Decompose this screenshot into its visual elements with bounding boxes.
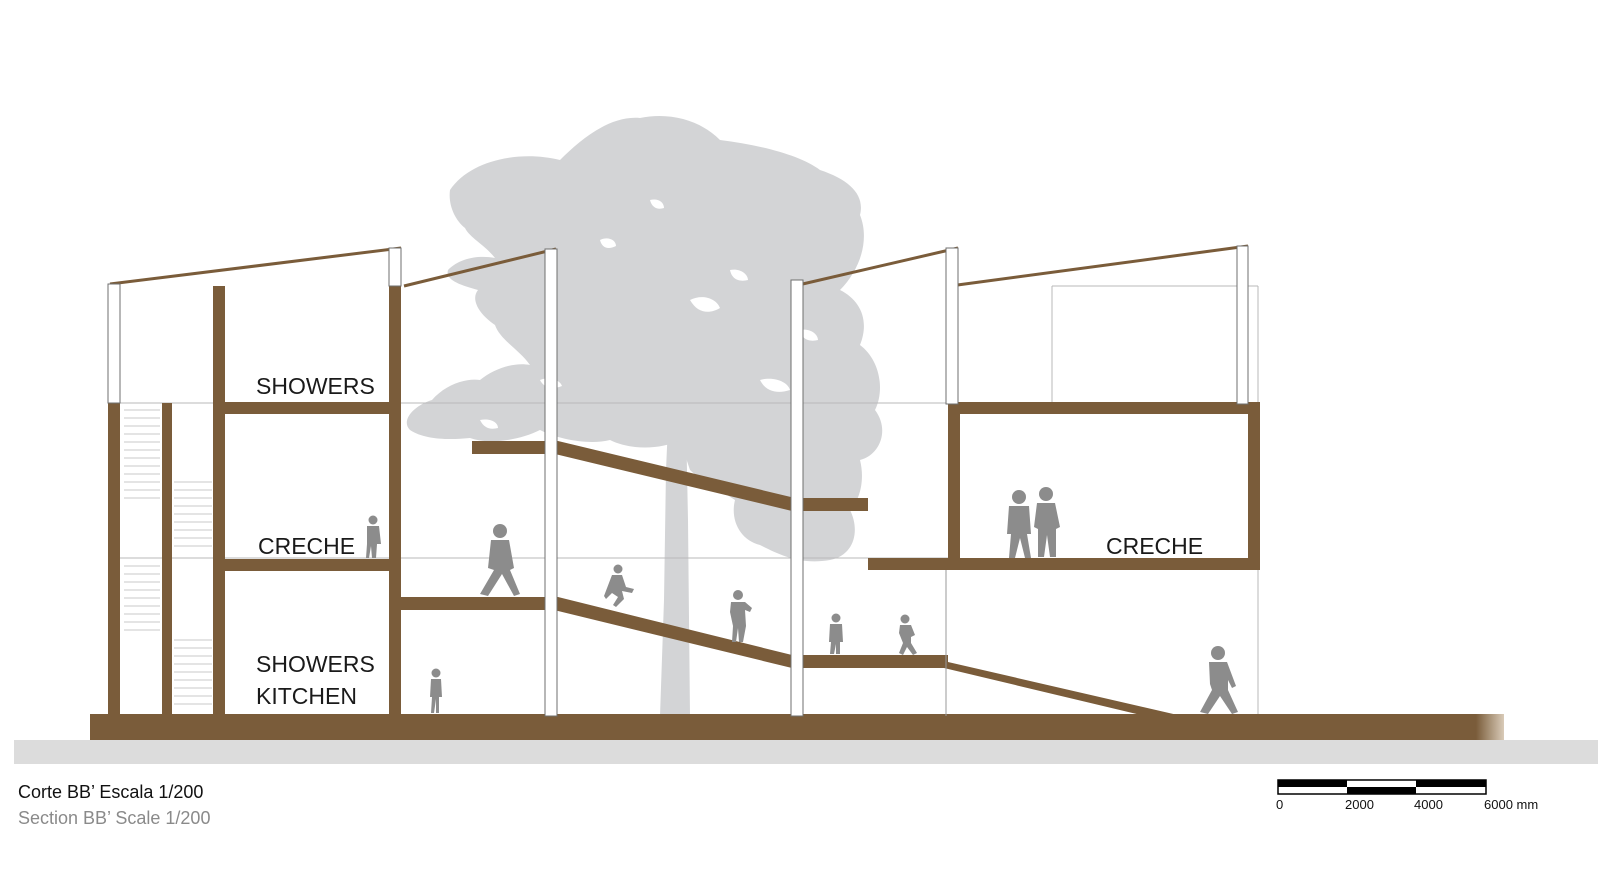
creche-right-wall-right <box>1248 402 1260 570</box>
figure-child-ramp <box>730 590 752 642</box>
slab-creche-left <box>225 559 389 571</box>
scale-tick-2000: 2000 <box>1345 797 1374 812</box>
room-label-kitchen: KITCHEN <box>256 683 357 709</box>
figure-child-kitchen <box>430 668 442 713</box>
creche-right-floor-slab <box>868 558 1260 570</box>
ground-slab <box>90 714 1476 740</box>
scale-tick-4000: 4000 <box>1414 797 1443 812</box>
scale-tick-6000: 6000 mm <box>1484 797 1538 812</box>
figure-child-ramp-3 <box>899 614 917 655</box>
caption-portuguese: Corte BB’ Escala 1/200 <box>18 782 204 802</box>
ramp-upper <box>472 441 868 511</box>
room-label-creche-right: CRECHE <box>1106 533 1203 559</box>
room-label-showers-upper: SHOWERS <box>256 373 375 399</box>
columns <box>107 245 1249 717</box>
ground-strip <box>14 740 1598 764</box>
room-label-creche-left: CRECHE <box>258 533 355 559</box>
glazing-lines <box>108 285 1259 716</box>
figure-child-ramp-2 <box>829 613 843 654</box>
scale-tick-0: 0 <box>1276 797 1283 812</box>
ground-slab-fade <box>1476 714 1504 740</box>
roofs <box>109 244 1249 288</box>
stair-wall-outer <box>108 403 120 714</box>
slab-showers-upper <box>225 402 389 414</box>
scale-bar: 0 2000 4000 6000 mm <box>1276 779 1538 812</box>
figure-adult-creche-1 <box>1007 490 1031 558</box>
stair-wall-inner <box>162 403 172 714</box>
staircase <box>124 409 212 705</box>
wall-left-core <box>213 286 225 714</box>
creche-right-roof-slab <box>948 402 1260 414</box>
wall-left-atrium <box>389 284 401 714</box>
tree <box>406 116 883 716</box>
figure-child-running <box>604 564 634 607</box>
tree-canopy <box>406 116 883 562</box>
figure-walking-adult <box>480 524 520 596</box>
human-figures <box>366 487 1238 714</box>
figure-adult-creche-2 <box>1034 487 1060 557</box>
room-label-showers-lower: SHOWERS <box>256 651 375 677</box>
figure-walking-adult-right <box>1200 646 1238 714</box>
figure-child-creche <box>366 515 381 558</box>
creche-right-wall-left <box>948 402 960 570</box>
caption-english: Section BB’ Scale 1/200 <box>18 808 211 828</box>
